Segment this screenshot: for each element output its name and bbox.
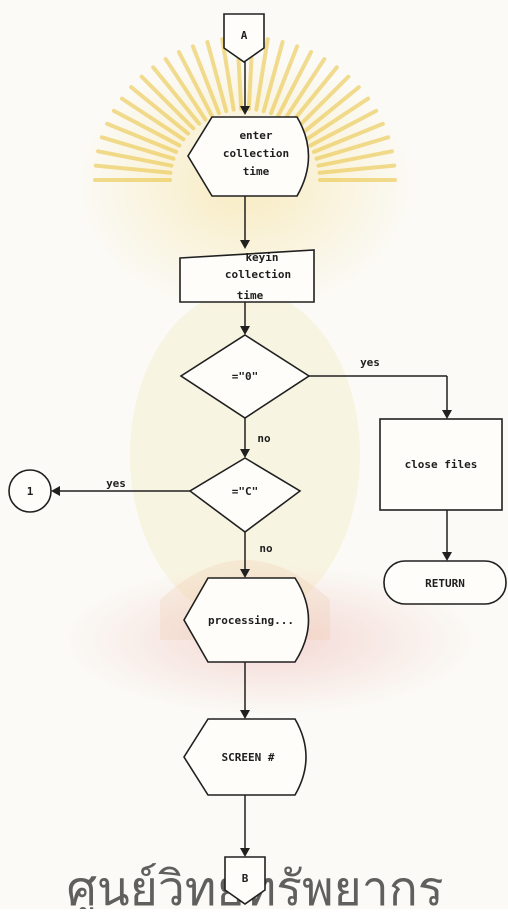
watermark-ray — [129, 85, 191, 136]
display-enter-collection-time: enter collection time — [187, 116, 310, 197]
watermark-ray — [163, 57, 208, 122]
watermark-ray — [316, 149, 394, 168]
watermark-ray — [261, 40, 285, 114]
decision-zero-label: ="0" — [232, 370, 259, 383]
connector-a-label: A — [241, 29, 248, 42]
connector-one: 1 — [8, 469, 52, 513]
decision-equals-c: ="C" — [188, 457, 302, 533]
watermark-ray — [151, 65, 202, 126]
connector-one-label: 1 — [27, 485, 34, 498]
watermark-ray — [299, 85, 361, 136]
processing-label: processing... — [208, 614, 294, 627]
watermark-ray — [139, 74, 196, 131]
watermark-ray — [282, 57, 327, 122]
display-screen: SCREEN # — [183, 718, 307, 796]
watermark-ray — [304, 96, 371, 142]
watermark-ray — [96, 149, 174, 168]
offpage-connector-a: A — [223, 13, 265, 63]
return-label: RETURN — [425, 577, 465, 590]
watermark-ray — [294, 74, 351, 131]
branch-no-c: no — [259, 542, 273, 555]
manual-input-keyin: keyin collection time — [179, 249, 315, 303]
watermark-ray — [311, 121, 385, 154]
watermark-ray — [176, 50, 214, 119]
branch-yes-c: yes — [106, 477, 126, 490]
watermark-ray — [105, 121, 179, 154]
display-processing: processing... — [183, 577, 310, 663]
process-close-files: close files — [379, 418, 503, 511]
watermark-ray — [254, 37, 270, 112]
branch-yes-zero: yes — [360, 356, 380, 369]
close-files-label: close files — [405, 458, 478, 471]
watermark-ray — [190, 44, 221, 116]
display-line-3: time — [243, 165, 270, 178]
watermark-ray — [314, 135, 391, 161]
watermark-ray — [93, 163, 173, 175]
connector-b-label: B — [242, 872, 249, 885]
display-line-2: collection — [223, 147, 289, 160]
watermark-ray — [276, 50, 314, 119]
watermark-ray — [111, 108, 182, 148]
screen-label: SCREEN # — [222, 751, 275, 764]
watermark-ray — [317, 163, 397, 175]
decision-c-label: ="C" — [232, 485, 259, 498]
display-line-1: enter — [239, 129, 272, 142]
flow-lines — [51, 62, 452, 857]
watermark-ray — [220, 37, 236, 112]
watermark-ray — [119, 96, 186, 142]
watermark-ray — [99, 135, 176, 161]
watermark-ray — [205, 40, 229, 114]
offpage-connector-b: B — [224, 856, 266, 905]
watermark-ray — [269, 44, 300, 116]
terminal-return: RETURN — [383, 560, 507, 605]
keyin-line-1: keyin — [245, 251, 278, 264]
keyin-line-2: collection — [225, 268, 291, 281]
branch-no-zero: no — [257, 432, 271, 445]
keyin-line-3: time — [237, 289, 264, 302]
watermark-ray — [288, 65, 339, 126]
watermark-ray — [308, 108, 379, 148]
decision-equals-zero: ="0" — [179, 334, 311, 419]
